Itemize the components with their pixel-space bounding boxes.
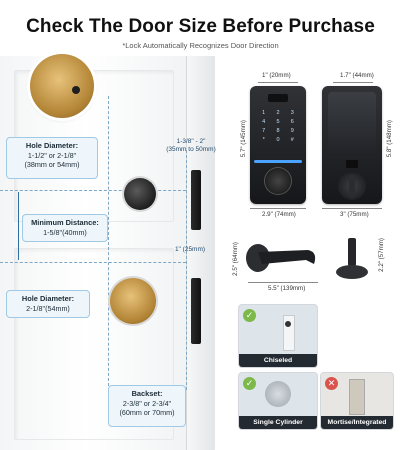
callout-value: 1-1/2" or 2-1/8" xyxy=(27,150,77,160)
door-panel-bottom xyxy=(14,248,174,440)
callout-value-metric: (38mm or 54mm) xyxy=(24,159,80,169)
deadbolt-strike-plate xyxy=(191,170,201,230)
latch-strike-plate xyxy=(191,278,201,344)
check-icon: ✓ xyxy=(243,309,256,322)
guide-line xyxy=(0,262,186,263)
deadbolt-interior-unit xyxy=(322,86,382,204)
keypad-key: * xyxy=(262,137,265,143)
latch-width-label: 1" (25mm) xyxy=(174,246,206,253)
chiseled-card: ✓ Chiseled xyxy=(238,304,318,368)
lever-height-label: 2.5" (64mm) xyxy=(232,242,239,276)
back-bottom-width-label: 3" (75mm) xyxy=(340,211,369,218)
dimension-line xyxy=(322,208,382,209)
deadbolt-hole-image xyxy=(124,178,156,210)
latch-hole-icon xyxy=(285,321,291,327)
keypad-key: 0 xyxy=(276,137,280,143)
callout-title: Backset: xyxy=(131,389,163,398)
single-cylinder-card: ✓ Single Cylinder xyxy=(238,372,318,430)
page-subtitle: *Lock Automatically Recognizes Door Dire… xyxy=(122,41,279,50)
door-illustration xyxy=(0,56,214,450)
keypad-key: # xyxy=(290,137,294,143)
cylinder-image xyxy=(265,381,291,407)
cross-icon: ✕ xyxy=(325,377,338,390)
keypad-key: 6 xyxy=(290,119,294,125)
thumb-turn-lever xyxy=(349,174,355,198)
status-light-bar xyxy=(254,160,302,163)
lever-width-label: 5.5" (139mm) xyxy=(268,285,306,292)
usb-port-icon xyxy=(346,160,358,168)
keypad: 1 2 3 4 5 6 7 8 9 * 0 # xyxy=(258,110,298,143)
door-thickness-label: 1-3/8" - 2" (35mm to 50mm) xyxy=(154,138,228,154)
hole-diameter-bottom-callout: Hole Diameter: 2-1/8"(54mm) xyxy=(6,290,90,318)
fingerprint-sensor-icon xyxy=(268,94,288,102)
dimension-line xyxy=(248,282,318,283)
front-width-label: 1" (20mm) xyxy=(262,72,291,79)
keypad-key: 9 xyxy=(290,128,294,134)
front-height-label: 5.7" (145mm) xyxy=(240,120,247,158)
guide-line xyxy=(186,150,187,390)
card-label: Mortise/Integrated xyxy=(321,416,393,429)
thumb-turn-icon xyxy=(338,172,366,200)
keypad-key: 7 xyxy=(262,128,266,134)
bolt-closeup-image xyxy=(30,54,94,118)
guide-line xyxy=(0,190,186,191)
keypad-key: 4 xyxy=(262,119,266,125)
callout-value: 2-3/8" or 2-3/4" xyxy=(122,398,172,408)
dimension-line xyxy=(250,208,306,209)
page-title: Check The Door Size Before Purchase xyxy=(26,16,375,37)
keypad-key: 8 xyxy=(276,128,280,134)
mortise-lock-image xyxy=(349,379,365,415)
mortise-card: ✕ Mortise/Integrated xyxy=(320,372,394,430)
callout-value: 1-5/8"(40mm) xyxy=(43,227,87,237)
check-icon: ✓ xyxy=(243,377,256,390)
battery-cover xyxy=(328,92,376,152)
keypad-deadbolt-front: 1 2 3 4 5 6 7 8 9 * 0 # xyxy=(250,86,306,204)
lever-depth-label: 2.2" (57mm) xyxy=(378,238,385,272)
lever-handle-image xyxy=(246,244,316,272)
backset-callout: Backset: 2-3/8" or 2-3/4" (60mm or 70mm) xyxy=(108,385,186,427)
minimum-distance-callout: Minimum Distance: 1-5/8"(40mm) xyxy=(22,214,108,242)
knob-hole-image xyxy=(110,278,156,324)
callout-value-metric: (60mm or 70mm) xyxy=(119,407,175,417)
callout-title: Hole Diameter: xyxy=(25,141,79,150)
callout-title: Minimum Distance: xyxy=(31,218,99,227)
guide-line xyxy=(108,96,109,386)
dimension-line xyxy=(258,82,298,83)
front-bottom-width-label: 2.9" (74mm) xyxy=(262,211,296,218)
keyhole-cylinder-icon xyxy=(265,168,291,194)
back-width-label: 1.7" (44mm) xyxy=(340,72,374,79)
callout-value: 2-1/8"(54mm) xyxy=(26,303,70,313)
keypad-key: 3 xyxy=(290,110,294,116)
bolt-hole-icon xyxy=(72,86,80,94)
callout-title: Hole Diameter: xyxy=(21,294,75,303)
lever-side-view-image xyxy=(336,238,368,279)
keypad-key: 1 xyxy=(262,110,266,116)
distance-arrow xyxy=(18,192,19,260)
door-thickness-metric: (35mm to 50mm) xyxy=(166,146,216,154)
keypad-key: 5 xyxy=(276,119,280,125)
card-label: Single Cylinder xyxy=(239,416,317,429)
door-thickness-value: 1-3/8" - 2" xyxy=(176,138,206,145)
hole-diameter-top-callout: Hole Diameter: 1-1/2" or 2-1/8" (38mm or… xyxy=(6,137,98,179)
keypad-key: 2 xyxy=(276,110,280,116)
dimension-line xyxy=(333,82,373,83)
card-label: Chiseled xyxy=(239,354,317,367)
back-height-label: 5.8" (148mm) xyxy=(386,120,393,158)
